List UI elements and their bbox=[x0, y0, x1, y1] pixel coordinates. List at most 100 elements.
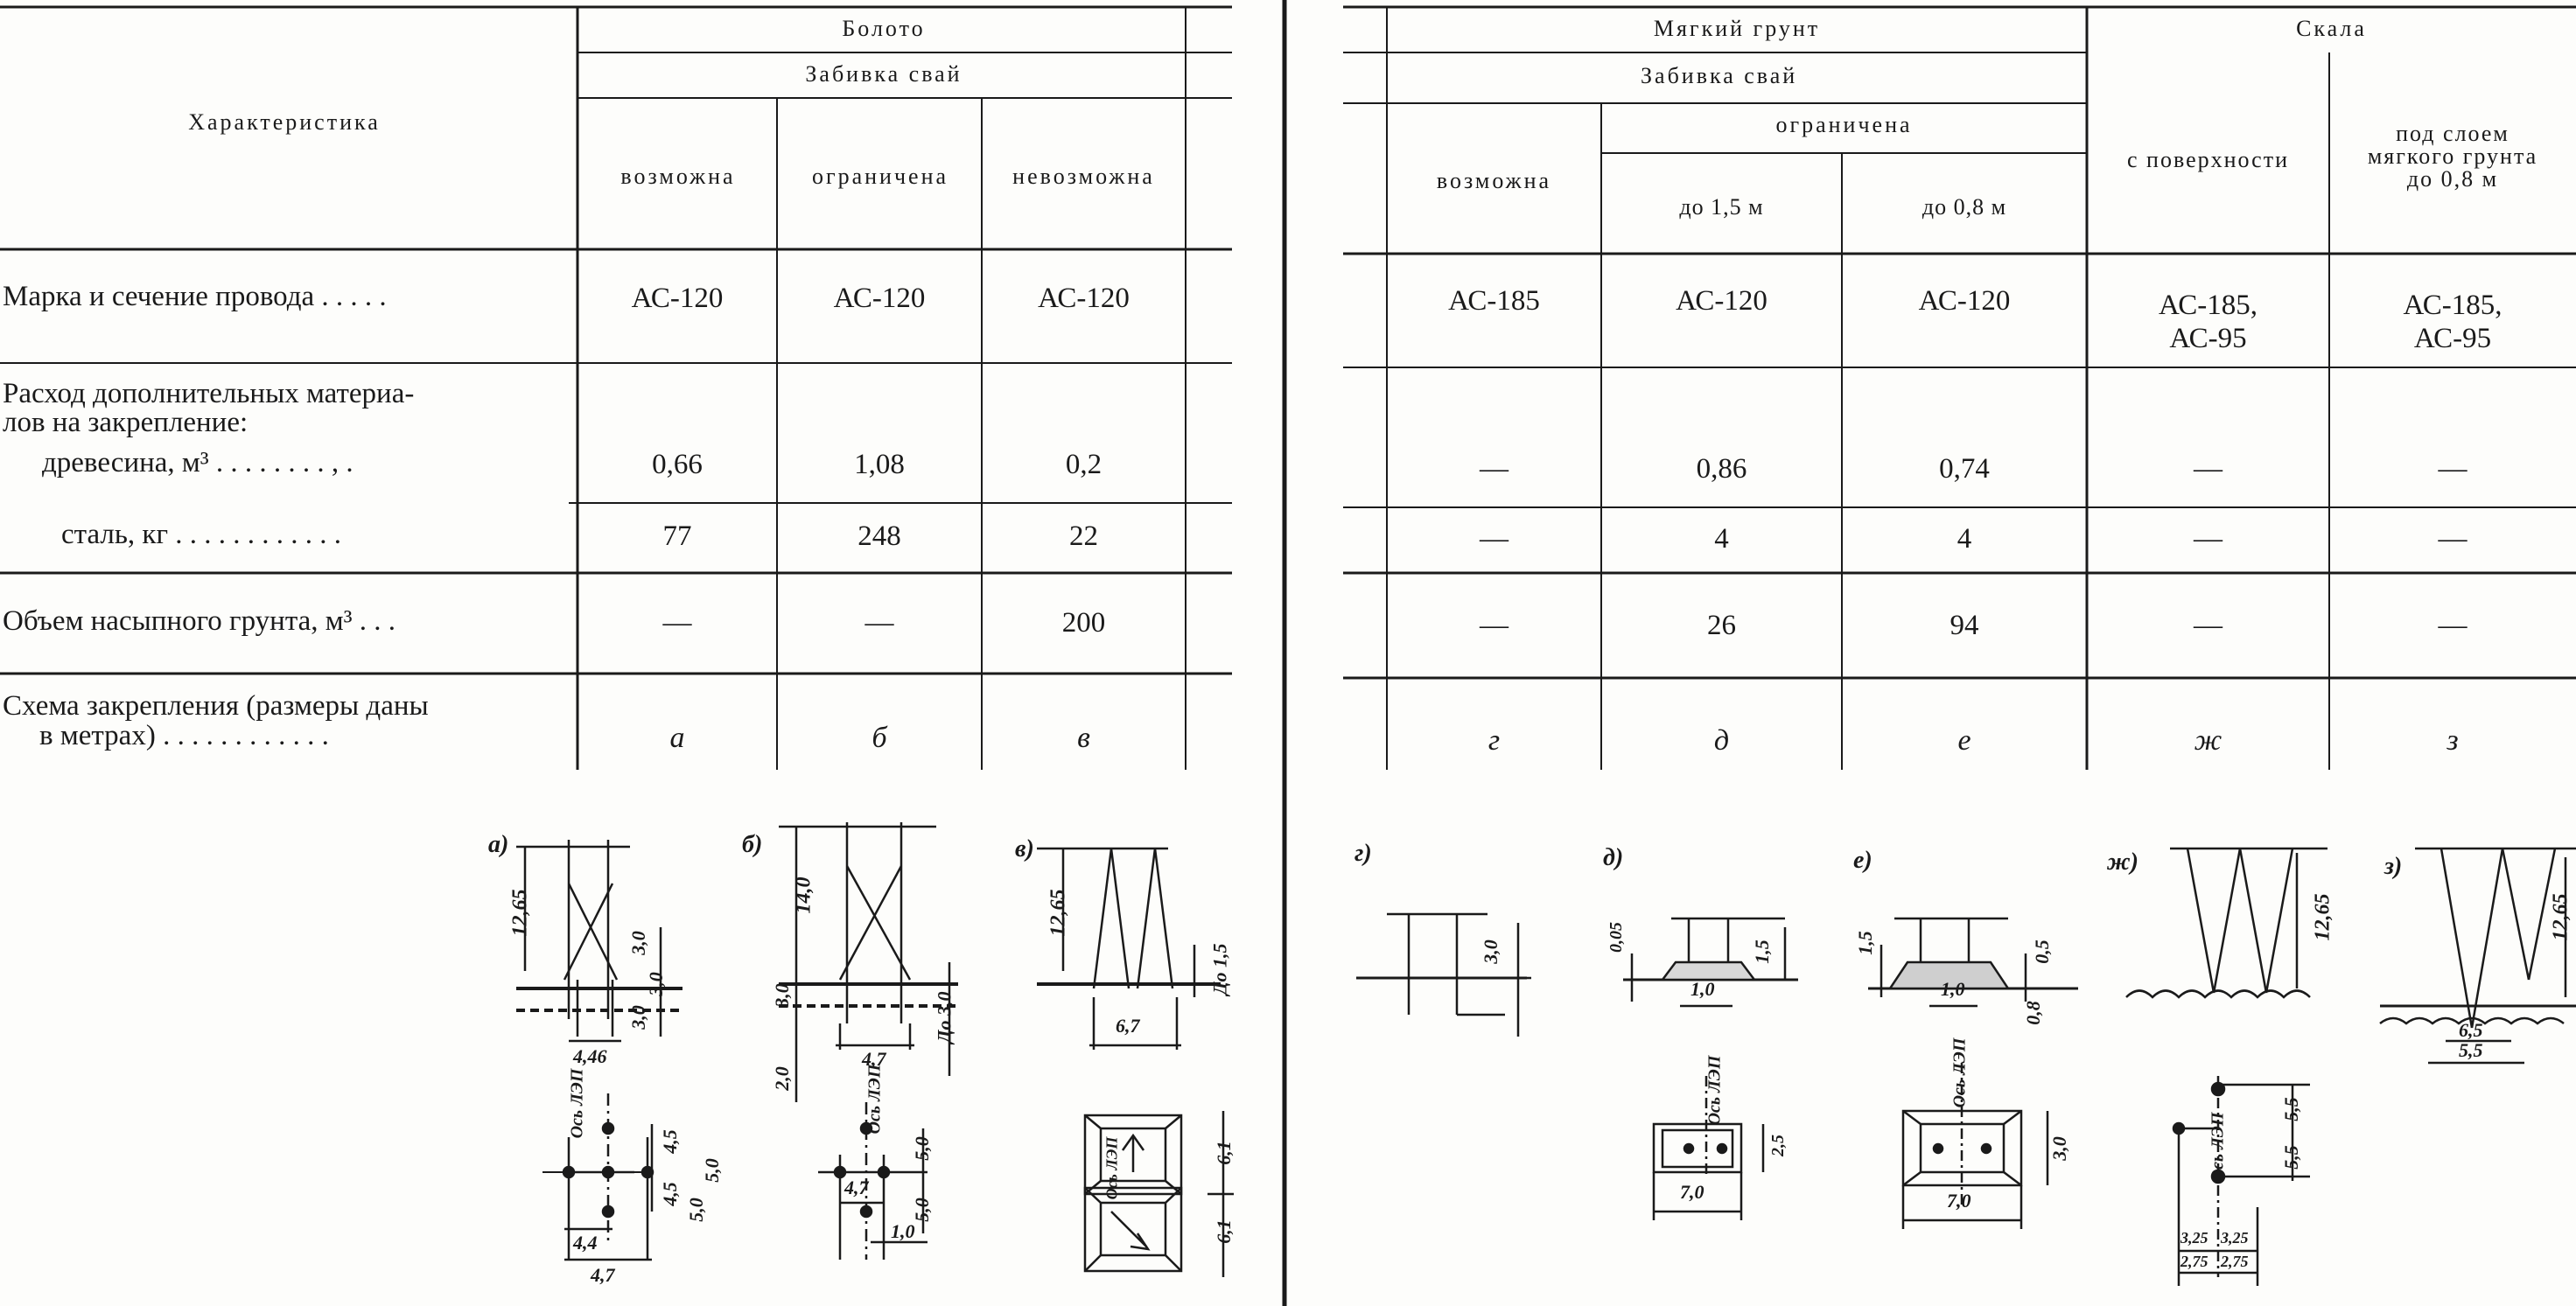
figure-e-dim: 0,5 bbox=[2030, 939, 2053, 964]
figure-z-drawing bbox=[2379, 847, 2576, 1065]
figure-d-drawing bbox=[1623, 917, 1798, 1220]
figure-d-dim: 0,05 bbox=[1606, 922, 1626, 953]
steel-value: — bbox=[1480, 523, 1508, 555]
soil-value: — bbox=[2194, 610, 2222, 641]
figure-e-dim: 3,0 bbox=[2048, 1136, 2070, 1161]
steel-value: 248 bbox=[858, 520, 901, 552]
soil-value: — bbox=[864, 607, 894, 639]
figure-v-dim: До 1,5 bbox=[1208, 943, 1231, 995]
figure-zh-drawing bbox=[2125, 847, 2328, 1286]
figure-d-dim: 2,5 bbox=[1768, 1135, 1788, 1156]
scheme-letter: д bbox=[1713, 724, 1730, 757]
figure-a-dim: 5,0 bbox=[684, 1198, 707, 1222]
row-materials-label-line1: Расход дополнительных материа- bbox=[3, 378, 415, 409]
figure-d-dim: 1,5 bbox=[1750, 939, 1773, 964]
figure-v-label: в) bbox=[1015, 835, 1034, 863]
header-swamp-impossible: невозможна bbox=[1012, 164, 1155, 189]
header-from-surface: с поверхности bbox=[2127, 147, 2289, 172]
figure-e-dim: 1,0 bbox=[1941, 978, 1965, 1000]
figure-zh-dim: 3,25 bbox=[2180, 1229, 2208, 1247]
figure-b-label: б) bbox=[742, 831, 763, 858]
wood-value: — bbox=[2438, 453, 2468, 485]
figure-d-dim: 7,0 bbox=[1680, 1181, 1704, 1203]
figure-z-label: з) bbox=[2384, 853, 2403, 880]
figure-a-label: а) bbox=[488, 831, 509, 858]
wire-value: АС-120 bbox=[631, 283, 724, 314]
figure-b-dim: 1,0 bbox=[891, 1220, 915, 1242]
header-soft-possible: возможна bbox=[1436, 168, 1552, 193]
figure-b-drawing bbox=[779, 822, 958, 1260]
wire-value-line1: АС-185, bbox=[2159, 290, 2258, 321]
figure-b-dim: До 3,0 bbox=[933, 991, 956, 1044]
scheme-letter: е bbox=[1957, 724, 1971, 757]
wire-value: АС-185, АС-95 bbox=[2087, 289, 2329, 355]
wood-value: — bbox=[2194, 453, 2222, 485]
figure-zh-label: ж) bbox=[2107, 849, 2138, 876]
figure-g-drawing bbox=[1356, 912, 1531, 1037]
wire-value: АС-120 bbox=[833, 283, 926, 314]
figure-a-dim: 12,65 bbox=[508, 889, 532, 937]
header-swamp-pile-driving: Забивка свай bbox=[805, 61, 962, 87]
scheme-letter: в bbox=[1077, 722, 1090, 754]
figure-e-dim: 7,0 bbox=[1947, 1190, 1971, 1212]
steel-value: 4 bbox=[1714, 523, 1729, 555]
figure-g-label: г) bbox=[1354, 840, 1372, 867]
figure-a-axis: Ось ЛЭП bbox=[567, 1068, 587, 1139]
row-scheme-label-line2: в метрах) . . . . . . . . . . . . bbox=[39, 720, 329, 751]
soil-value: 200 bbox=[1061, 607, 1106, 639]
steel-value: 22 bbox=[1069, 520, 1098, 552]
wire-value: АС-120 bbox=[1038, 283, 1130, 314]
figure-a-dim: 4,5 bbox=[658, 1182, 681, 1206]
figure-b-dim: 4,7 bbox=[844, 1177, 869, 1198]
steel-value: — bbox=[2438, 523, 2468, 555]
figure-d-label: д) bbox=[1603, 844, 1624, 871]
figure-a-dim: 4,46 bbox=[573, 1045, 607, 1067]
figure-d-dim: 1,0 bbox=[1690, 978, 1715, 1000]
row-scheme-label-line1: Схема закрепления (размеры даны bbox=[3, 690, 429, 722]
header-up-to-0-8: до 0,8 м bbox=[1922, 194, 2007, 220]
figure-z-dim: 5,5 bbox=[2459, 1039, 2483, 1061]
figure-z-dim: 12,65 bbox=[2549, 893, 2572, 941]
figure-zh-dim: 5,5 bbox=[2279, 1145, 2302, 1170]
header-up-to-1-5: до 1,5 м bbox=[1679, 194, 1764, 220]
figure-b-dim: 14,0 bbox=[792, 876, 816, 914]
figure-e-dim: 1,5 bbox=[1853, 931, 1876, 955]
figure-z-dim: 6,5 bbox=[2459, 1019, 2483, 1041]
figure-v-dim: 6,1 bbox=[1212, 1219, 1235, 1244]
figure-v-drawing bbox=[1037, 847, 1234, 1277]
wood-value: — bbox=[1480, 453, 1508, 485]
header-swamp-possible: возможна bbox=[620, 164, 736, 189]
figure-e-label: е) bbox=[1853, 847, 1872, 874]
header-under-layer-line1: под слоем bbox=[2396, 121, 2510, 146]
row-materials-label-line2: лов на закрепление: bbox=[3, 407, 248, 438]
header-swamp: Болото bbox=[842, 16, 926, 41]
figure-a-dim: 3,0 bbox=[626, 1005, 649, 1030]
figure-zh-dim: 5,5 bbox=[2279, 1097, 2302, 1121]
soil-value: — bbox=[662, 607, 692, 639]
scheme-letter: г bbox=[1488, 724, 1501, 757]
row-wood-label: древесина, м³ . . . . . . . . , . bbox=[42, 447, 354, 478]
figure-g-dim: 3,0 bbox=[1479, 939, 1502, 964]
figure-a-dim: 5,0 bbox=[700, 1158, 723, 1183]
figure-a-dim: 3,0 bbox=[626, 931, 649, 955]
wire-value-line2: АС-95 bbox=[2169, 323, 2247, 354]
soil-value: — bbox=[2438, 610, 2468, 641]
header-under-layer-line3: до 0,8 м bbox=[2406, 166, 2499, 192]
figure-b-axis: Ось ЛЭП bbox=[864, 1064, 885, 1135]
wood-value: 0,74 bbox=[1939, 453, 1990, 485]
figure-a-dim: 3,0 bbox=[644, 972, 667, 996]
scheme-letter: ж bbox=[2194, 724, 2222, 757]
header-rock: Скала bbox=[2296, 16, 2367, 41]
figure-a-dim: 4,5 bbox=[658, 1129, 681, 1154]
wood-value: 0,66 bbox=[652, 449, 703, 480]
figure-v-dim: 12,65 bbox=[1046, 889, 1070, 937]
scheme-letter: б bbox=[872, 722, 887, 754]
wood-value: 1,08 bbox=[854, 449, 905, 480]
wire-value-line1: АС-185, bbox=[2403, 290, 2502, 321]
row-wire-label: Марка и сечение провода . . . . . bbox=[3, 281, 387, 312]
figure-d-axis: Ось ЛЭП bbox=[1704, 1055, 1725, 1126]
figure-b-dim: 5,0 bbox=[910, 1198, 933, 1222]
figure-zh-dim: 2,75 bbox=[2221, 1253, 2249, 1270]
header-swamp-limited: ограничена bbox=[811, 164, 949, 189]
